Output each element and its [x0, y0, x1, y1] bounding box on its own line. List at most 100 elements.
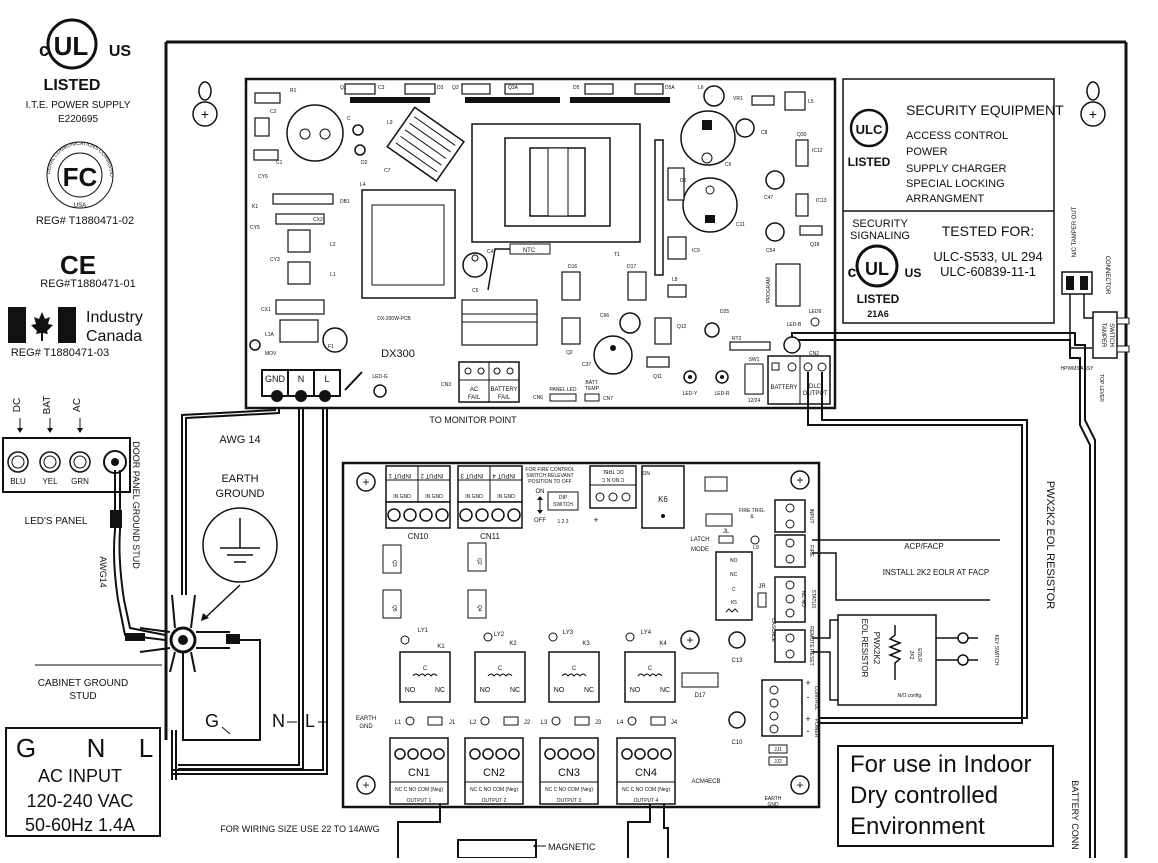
svg-text:CY6: CY6 — [258, 174, 268, 180]
svg-text:UL: UL — [865, 259, 889, 279]
svg-text:JL: JL — [723, 529, 730, 535]
svg-text:NC NO: NC NO — [800, 591, 806, 607]
ce-reg: REG#T1880471-01 — [40, 278, 135, 290]
svg-text:Q4: Q4 — [476, 605, 482, 612]
svg-text:NO: NO — [554, 687, 565, 694]
svg-text:C NO N C: C NO N C — [601, 476, 624, 482]
svg-text:L9: L9 — [387, 120, 393, 126]
svg-text:+: + — [805, 714, 810, 724]
svg-text:BATTERY CONN: BATTERY CONN — [1070, 780, 1080, 850]
svg-text:UL: UL — [54, 31, 89, 61]
svg-text:1 2 3: 1 2 3 — [557, 519, 568, 525]
svg-text:TAMPER: TAMPER — [1100, 323, 1106, 348]
svg-text:50-60Hz 1.4A: 50-60Hz 1.4A — [25, 815, 135, 835]
svg-text:OFF: OFF — [534, 518, 546, 524]
industry-canada-logo: Industry Canada — [8, 307, 143, 345]
svg-text:NO: NO — [642, 469, 650, 475]
svg-text:LY1: LY1 — [418, 628, 429, 634]
svg-text:ACM4ECB: ACM4ECB — [691, 779, 720, 785]
svg-text:BAT: BAT — [42, 396, 53, 415]
svg-text:ACP/FACP: ACP/FACP — [904, 542, 944, 551]
svg-text:&: & — [750, 514, 754, 520]
svg-text:J2: J2 — [524, 720, 531, 726]
tamper-switch: N/C TAMPER OUT CONNECTOR TAMPER SWITCH H… — [1060, 206, 1130, 402]
svg-text:DOOR PANEL GROUND STUD: DOOR PANEL GROUND STUD — [131, 441, 141, 569]
svg-text:EARTH: EARTH — [356, 716, 376, 722]
svg-text:ARRANGMENT: ARRANGMENT — [906, 193, 985, 205]
svg-text:MODE: MODE — [691, 547, 709, 553]
ite-power-supply: I.T.E. POWER SUPPLY — [26, 100, 131, 111]
svg-text:L: L — [305, 711, 315, 731]
svg-text:KEY SWITCH: KEY SWITCH — [993, 634, 999, 665]
svg-text:C: C — [732, 587, 736, 593]
svg-text:C: C — [648, 666, 653, 672]
svg-text:JJ2: JJ2 — [774, 759, 782, 765]
svg-text:TOP LEVER: TOP LEVER — [1098, 374, 1104, 402]
svg-text:JJ1: JJ1 — [774, 747, 782, 753]
svg-text:C3: C3 — [378, 85, 385, 91]
svg-text:BLU: BLU — [10, 477, 26, 486]
svg-text:C66: C66 — [600, 313, 609, 319]
svg-text:SWITCH: SWITCH — [553, 502, 573, 508]
svg-text:D2: D2 — [361, 160, 368, 166]
svg-text:IN GND: IN GND — [497, 494, 515, 500]
svg-text:AWG14: AWG14 — [98, 556, 108, 587]
svg-text:L4: L4 — [617, 720, 624, 726]
svg-text:SPECIAL LOCKING: SPECIAL LOCKING — [906, 178, 1005, 190]
svg-text:T1: T1 — [614, 252, 620, 258]
svg-text:NTC: NTC — [523, 248, 536, 254]
svg-text:US: US — [905, 266, 922, 280]
svg-text:C47: C47 — [764, 195, 773, 201]
svg-text:Canada: Canada — [86, 328, 142, 345]
svg-text:IC13: IC13 — [816, 198, 827, 204]
svg-text:TEMP: TEMP — [585, 386, 600, 392]
svg-text:LISTED: LISTED — [848, 155, 891, 169]
svg-text:C: C — [572, 666, 577, 672]
svg-text:SECURITY: SECURITY — [852, 218, 908, 230]
output-wires — [791, 332, 1096, 858]
svg-text:GROUND: GROUND — [216, 488, 265, 500]
svg-text:CN1: CN1 — [408, 767, 430, 779]
svg-text:G: G — [16, 733, 36, 763]
svg-text:NC C NO COM (Neg): NC C NO COM (Neg) — [622, 787, 670, 793]
svg-text:INPUT 3: INPUT 3 — [460, 472, 484, 478]
svg-text:F1: F1 — [328, 344, 334, 350]
svg-text:C: C — [423, 666, 428, 672]
svg-text:C13: C13 — [731, 658, 743, 664]
svg-text:EARTH: EARTH — [765, 796, 782, 802]
svg-text:NC: NC — [660, 687, 670, 694]
svg-text:CY3: CY3 — [270, 257, 280, 263]
svg-text:Q1: Q1 — [340, 85, 347, 91]
svg-text:PANEL LED: PANEL LED — [550, 387, 577, 393]
svg-text:Q18: Q18 — [810, 242, 820, 248]
svg-text:Q11: Q11 — [653, 374, 662, 380]
svg-text:K6: K6 — [658, 495, 668, 504]
svg-text:DC TRBL: DC TRBL — [602, 468, 624, 474]
svg-text:L: L — [139, 733, 153, 763]
svg-text:AC INPUT: AC INPUT — [38, 766, 122, 786]
svg-text:N/C TAMPER OUT: N/C TAMPER OUT — [1072, 206, 1078, 257]
svg-text:CABINET GROUND: CABINET GROUND — [38, 678, 128, 689]
svg-text:CASCADE: CASCADE — [770, 618, 776, 643]
svg-text:CONNECTOR: CONNECTOR — [1104, 256, 1110, 295]
svg-text:R1: R1 — [290, 88, 297, 94]
indoor-note: For use in Indoor Dry controlled Environ… — [837, 745, 1054, 847]
svg-text:DLC: DLC — [809, 384, 822, 390]
svg-text:VR1: VR1 — [733, 96, 743, 102]
fcc-reg: REG# T1880471-02 — [36, 215, 134, 227]
svg-text:ACCESS CONTROL: ACCESS CONTROL — [906, 130, 1008, 142]
svg-text:LED-G: LED-G — [372, 374, 387, 380]
svg-text:BATTERY: BATTERY — [770, 385, 797, 391]
svg-text:SIGNALING: SIGNALING — [850, 230, 910, 242]
svg-text:+: + — [686, 633, 693, 647]
svg-text:CN2: CN2 — [809, 351, 819, 357]
ce-mark: CE — [60, 250, 96, 280]
svg-text:N/O config.: N/O config. — [897, 693, 922, 699]
svg-text:PROGRAM: PROGRAM — [766, 277, 772, 303]
svg-text:LATCH: LATCH — [690, 537, 709, 543]
svg-text:K1: K1 — [252, 204, 258, 210]
svg-text:Dry controlled: Dry controlled — [850, 782, 998, 809]
ground-wires: EARTH GROUND AWG 14 CABINET GROUND STUD … — [35, 395, 328, 780]
svg-text:C6: C6 — [725, 162, 732, 168]
svg-text:C4: C4 — [487, 249, 494, 255]
